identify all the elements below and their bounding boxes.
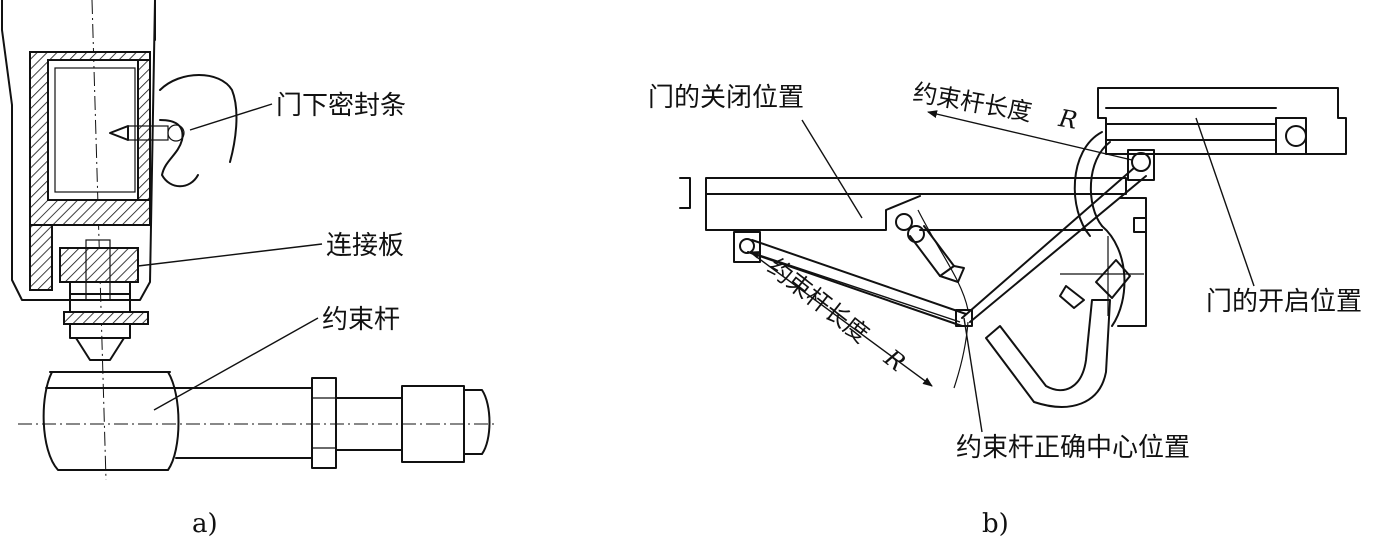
leader-seal (189, 103, 273, 131)
door-profile-hatched (29, 51, 151, 291)
dim-arrow-top (927, 110, 1133, 161)
label-connecting-plate: 连接板 (326, 231, 404, 261)
svg-text:约束杆长度: 约束杆长度 (762, 253, 874, 349)
swing-link (895, 213, 965, 283)
caption-b: b) (982, 509, 1009, 539)
restraint-rod (18, 371, 498, 471)
label-door-closed-position: 门的关闭位置 (648, 83, 804, 113)
restraint-rod-closed (733, 231, 967, 327)
door-bottom-seal (109, 74, 238, 188)
connecting-plate (59, 239, 149, 361)
arc-bottom (953, 321, 969, 389)
svg-text:约束杆长度: 约束杆长度 (911, 78, 1034, 126)
leader-open (1195, 117, 1255, 287)
label-door-bottom-seal: 门下密封条 (276, 91, 406, 121)
caption-a: a) (192, 509, 218, 539)
leader-rod (153, 317, 319, 411)
leader-closed (801, 119, 863, 219)
svg-text:R: R (1056, 104, 1080, 135)
svg-text:R: R (878, 343, 910, 377)
dim-arrow-bottom-b (749, 251, 933, 387)
label-rod-length-bottom: 约束杆长度 R (762, 253, 910, 377)
figure-b: 门的关闭位置 约束杆长度 R 约束杆长度 R 门的开启位置 约束杆正确中心位置 … (648, 78, 1362, 539)
dim-arrow-bottom-a (749, 251, 961, 323)
restraint-rod-open (955, 167, 1147, 327)
door-frame-outer (1, 0, 156, 301)
label-rod-correct-center: 约束杆正确中心位置 (956, 433, 1190, 463)
door-closed-body (679, 177, 1127, 231)
label-restraint-rod: 约束杆 (322, 305, 400, 335)
label-rod-length-top: 约束杆长度 R (911, 78, 1079, 134)
label-door-open-position: 门的开启位置 (1206, 287, 1362, 317)
figure-a: 门下密封条 连接板 约束杆 a) (1, 0, 498, 539)
arc-top (917, 209, 969, 311)
hook-member (985, 299, 1111, 408)
leader-center (963, 317, 983, 433)
leader-plate (137, 243, 323, 267)
hinge-mechanism (1059, 131, 1155, 327)
door-open-body (1097, 87, 1347, 155)
